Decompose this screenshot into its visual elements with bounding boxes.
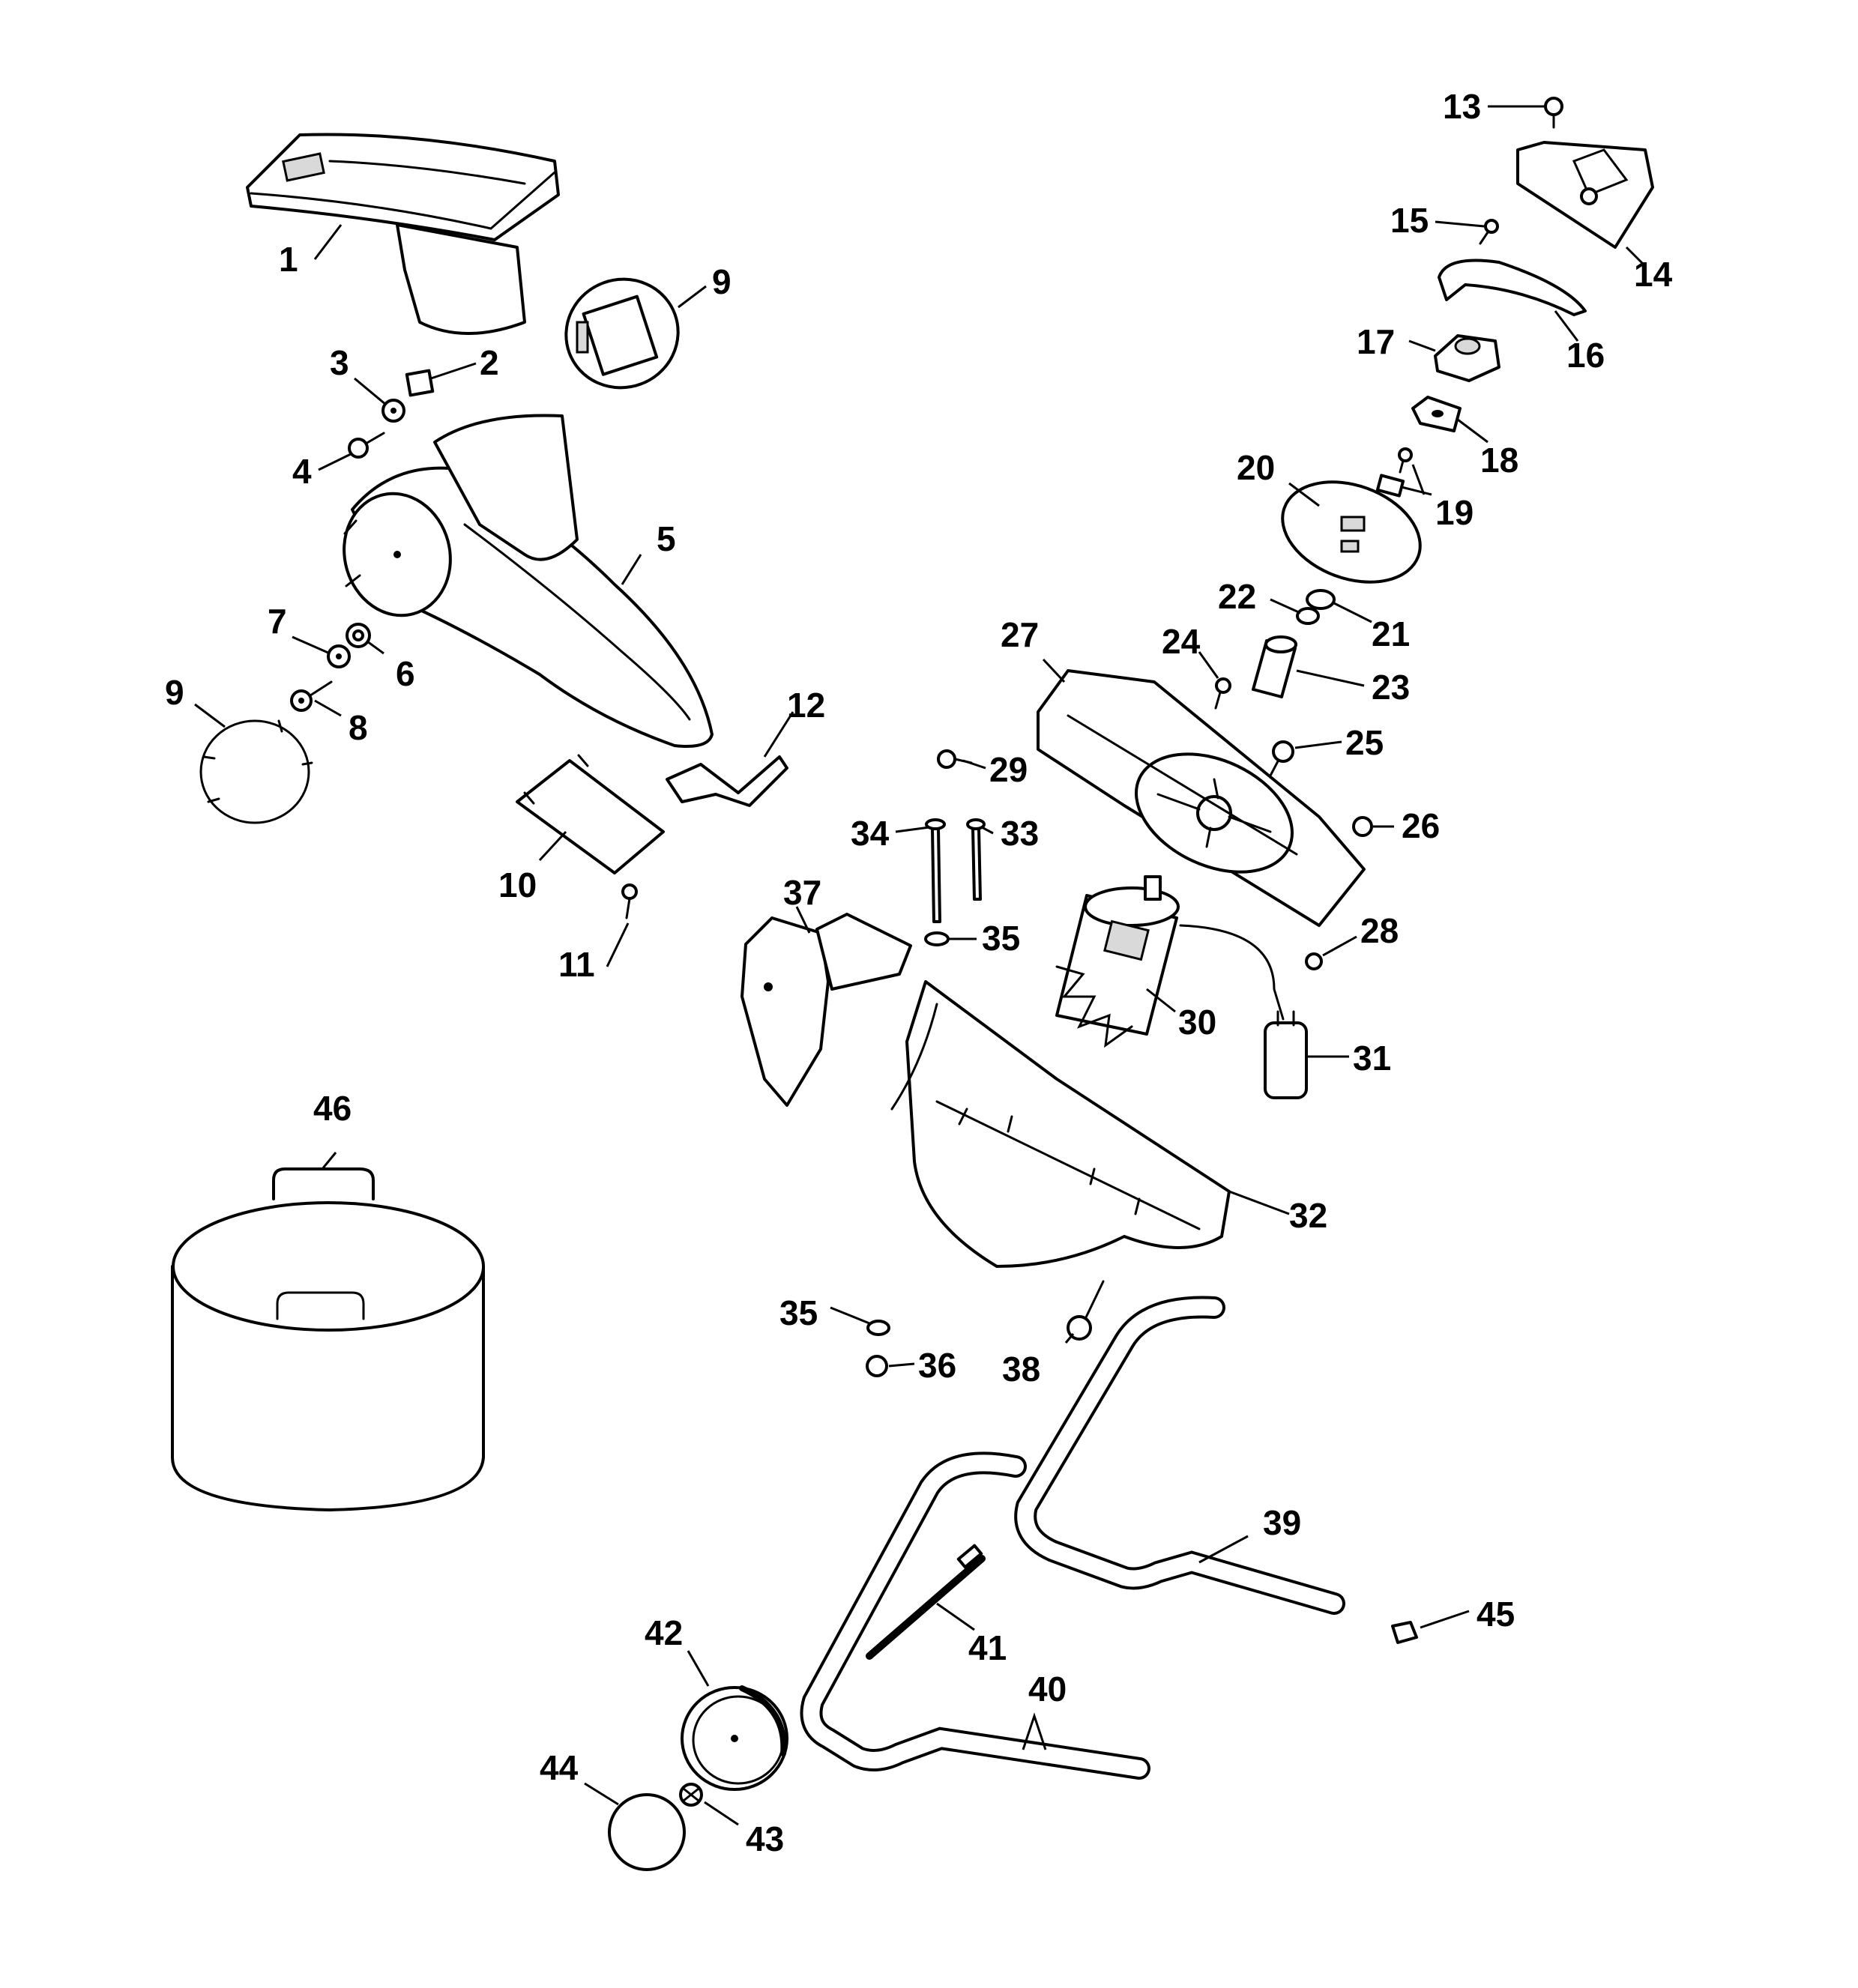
part-23-sleeve (1252, 635, 1297, 698)
part-32-lower-housing (890, 980, 1231, 1268)
callout-labels: 1 2 3 4 5 6 7 8 9 9 10 11 12 13 14 15 16… (165, 87, 1673, 1858)
part-40-handle-tube (800, 1451, 1150, 1780)
part-10-plate (516, 754, 665, 874)
callout-22: 22 (1218, 577, 1256, 616)
callout-10: 10 (498, 865, 537, 904)
callout-7: 7 (268, 602, 287, 641)
part-3-washer (381, 399, 405, 423)
part-33-long-bolt (966, 818, 986, 901)
callout-34: 34 (851, 814, 890, 853)
callout-12: 12 (787, 686, 825, 725)
callout-31: 31 (1353, 1039, 1391, 1078)
part-11-screw (621, 883, 638, 919)
callout-16: 16 (1566, 336, 1605, 375)
callout-43: 43 (746, 1819, 784, 1858)
part-24-screw (1214, 677, 1231, 710)
part-16-plate (1438, 259, 1587, 316)
part-7-washer (327, 644, 351, 668)
part-28-nut (1305, 952, 1323, 970)
callout-23: 23 (1372, 668, 1410, 707)
callout-32: 32 (1289, 1196, 1327, 1235)
callout-38: 38 (1002, 1350, 1040, 1389)
part-19-screw-clip (1375, 447, 1413, 498)
part-41-axle-rod (866, 1544, 986, 1660)
callout-45: 45 (1477, 1595, 1515, 1634)
callout-35a: 35 (982, 919, 1020, 958)
part-37-chute (741, 913, 912, 1107)
callout-13: 13 (1443, 87, 1481, 126)
callout-15: 15 (1390, 201, 1429, 240)
callout-21: 21 (1372, 614, 1410, 653)
part-43-hub-nut (679, 1783, 703, 1807)
callout-28: 28 (1360, 911, 1399, 950)
part-9-top-cover (564, 277, 680, 390)
callout-19: 19 (1435, 493, 1474, 532)
part-6-washer (346, 623, 371, 648)
part-9-ring (199, 719, 313, 824)
callout-30: 30 (1178, 1003, 1216, 1042)
callout-3: 3 (330, 343, 349, 382)
callout-42: 42 (645, 1613, 683, 1652)
callout-46: 46 (313, 1089, 352, 1128)
part-1-hopper-lid (246, 133, 560, 335)
callout-4: 4 (292, 452, 312, 491)
callout-26: 26 (1402, 806, 1440, 845)
part-38-knob (1067, 1280, 1105, 1341)
callout-17: 17 (1357, 322, 1395, 361)
part-5-housing (343, 414, 714, 748)
part-42-wheel (681, 1685, 788, 1791)
callout-36: 36 (918, 1346, 956, 1385)
callout-25: 25 (1345, 723, 1384, 762)
callout-9b: 9 (165, 673, 184, 712)
part-27-fan-housing (1037, 669, 1366, 927)
callout-1: 1 (279, 240, 298, 279)
callout-37: 37 (783, 873, 821, 912)
callout-27: 27 (1001, 615, 1039, 654)
callout-39: 39 (1263, 1503, 1301, 1542)
part-25-bolt (1269, 740, 1294, 777)
leader-lines (194, 105, 1647, 1826)
part-29-screw (937, 749, 973, 769)
callout-9a: 9 (712, 262, 732, 301)
callout-14: 14 (1634, 255, 1673, 294)
callout-20: 20 (1237, 448, 1275, 487)
callout-6: 6 (396, 654, 415, 693)
part-8-bolt (290, 680, 333, 712)
part-35-upper-washer (924, 931, 950, 946)
callout-33: 33 (1001, 814, 1039, 853)
part-12-bracket (666, 755, 788, 807)
part-17-nut (1434, 334, 1500, 382)
callout-2: 2 (480, 343, 499, 382)
part-18-spacer (1411, 396, 1462, 432)
part-14-bracket (1516, 141, 1654, 249)
callout-40: 40 (1028, 1670, 1067, 1708)
part-46-collection-bag (171, 1167, 485, 1511)
part-39-handle-tube (1014, 1296, 1345, 1615)
part-15-screw (1479, 219, 1499, 245)
callout-41: 41 (968, 1628, 1007, 1667)
part-35-lower-washer (866, 1320, 890, 1336)
callout-44: 44 (540, 1748, 579, 1787)
callout-35b: 35 (779, 1293, 818, 1332)
part-22-washer (1296, 607, 1320, 625)
callout-8: 8 (349, 708, 368, 747)
part-36-nut (866, 1355, 888, 1377)
part-4-screw (348, 432, 385, 459)
part-45-end-cap (1391, 1621, 1418, 1644)
callout-29: 29 (989, 750, 1028, 789)
part-30-motor (1055, 875, 1180, 1048)
callout-18: 18 (1480, 441, 1518, 480)
part-31-capacitor (1179, 924, 1308, 1099)
part-21-washer (1306, 589, 1336, 610)
part-34-long-bolt (925, 818, 946, 923)
callout-11: 11 (558, 945, 595, 984)
part-20-disc (1281, 480, 1422, 584)
part-2-clip (405, 369, 435, 397)
part-26-nut (1352, 816, 1373, 837)
part-13-bolt (1544, 97, 1563, 129)
part-44-hub-cap (608, 1793, 686, 1871)
callout-24: 24 (1162, 622, 1201, 661)
callout-5: 5 (657, 519, 676, 558)
